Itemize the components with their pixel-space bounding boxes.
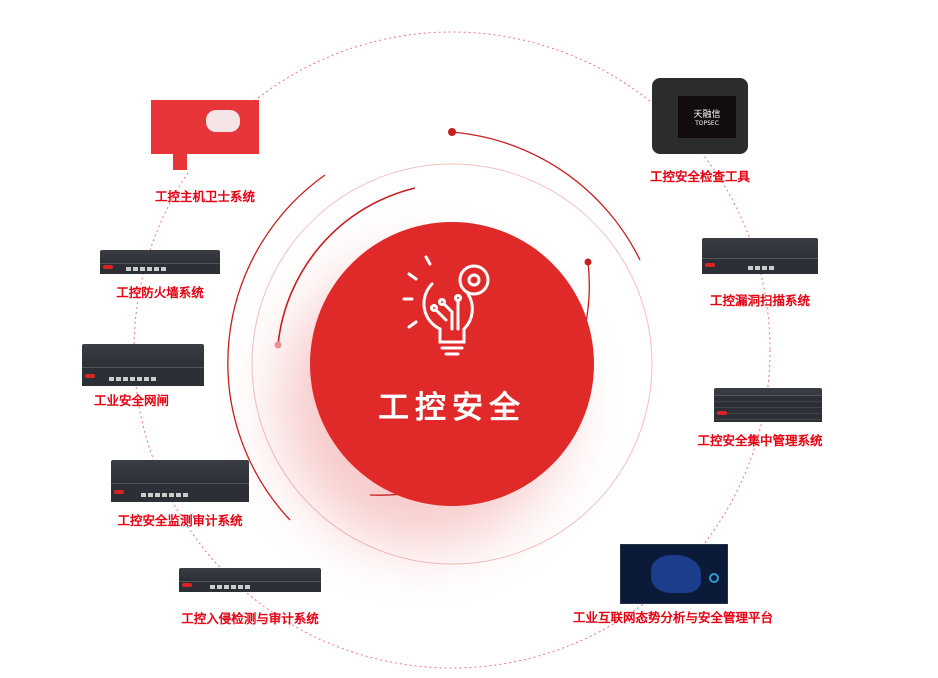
product-label: 工控安全集中管理系统 — [697, 433, 823, 448]
firewall-device — [100, 250, 220, 274]
product-label: 工控入侵检测与审计系统 — [181, 611, 319, 626]
product-audit[interactable]: 工控安全监测审计系统 — [100, 460, 260, 529]
product-gatekeeper[interactable]: 工业安全网闸 — [78, 344, 208, 409]
product-label: 工业安全网闸 — [94, 393, 170, 408]
lightbulb-gear-icon — [402, 255, 490, 356]
product-central-management[interactable]: 工控安全集中管理系统 — [690, 388, 830, 449]
product-host-guard[interactable]: 工控主机卫士系统 — [140, 100, 270, 205]
product-label: 工控安全检查工具 — [649, 169, 750, 184]
product-situation-platform[interactable]: 工业互联网态势分析与安全管理平台 — [568, 544, 778, 626]
gatekeeper-device — [82, 344, 204, 386]
center-title: 工控安全 — [378, 390, 526, 426]
center-hub: 工控安全 — [310, 222, 594, 506]
scanner-device — [702, 238, 818, 274]
product-label: 工控安全监测审计系统 — [117, 513, 243, 528]
product-ids[interactable]: 工控入侵检测与审计系统 — [170, 568, 330, 627]
ids-device — [179, 568, 321, 592]
product-vuln-scanner[interactable]: 工控漏洞扫描系统 — [698, 238, 822, 309]
product-label: 工业互联网态势分析与安全管理平台 — [572, 610, 773, 625]
management-device — [714, 388, 822, 422]
host-guard-screenshot — [151, 100, 259, 172]
product-label: 工控漏洞扫描系统 — [709, 293, 810, 308]
product-label: 工控防火墙系统 — [116, 285, 204, 300]
product-label: 工控主机卫士系统 — [154, 189, 255, 204]
dashboard-screenshot — [620, 544, 728, 604]
audit-device — [111, 460, 249, 502]
product-firewall[interactable]: 工控防火墙系统 — [90, 250, 230, 301]
